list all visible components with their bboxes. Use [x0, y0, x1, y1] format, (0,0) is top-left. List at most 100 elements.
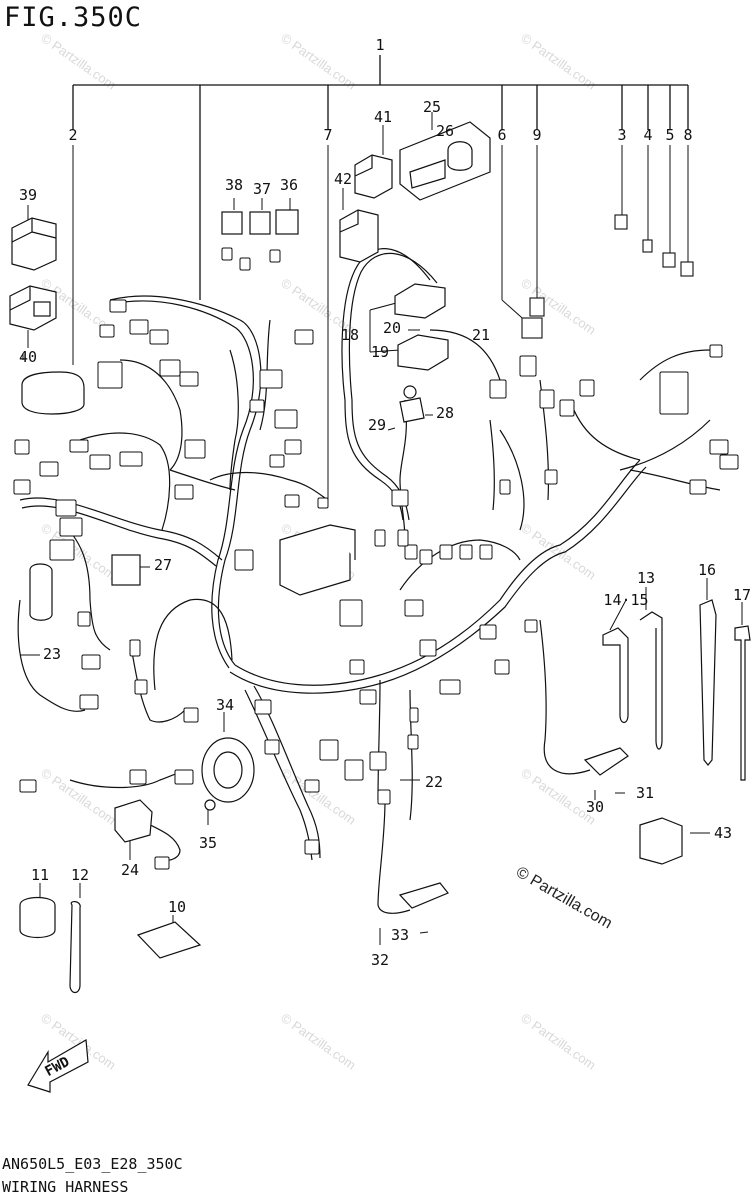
- tie-16: [699, 599, 717, 766]
- harness-connector: [284, 494, 300, 508]
- harness-connector: [369, 751, 387, 771]
- harness-connector: [109, 299, 127, 313]
- copyright-label: © Partzilla.com: [513, 864, 615, 933]
- callout-37: 37: [253, 180, 271, 198]
- harness-connector: [359, 689, 377, 705]
- harness-connector: [129, 639, 141, 657]
- watermark: © Partzilla.com: [278, 30, 358, 93]
- harness-connector: [339, 599, 363, 627]
- harness-connector: [55, 499, 77, 517]
- bracket-30: [583, 747, 629, 776]
- harness-connector: [494, 659, 510, 675]
- harness-connector: [174, 769, 194, 785]
- harness-connector: [239, 257, 251, 271]
- callout-16: 16: [698, 561, 716, 579]
- callout-1: 1: [375, 36, 384, 54]
- callout-12: 12: [71, 866, 89, 884]
- callout-22: 22: [425, 773, 443, 791]
- callout-13: 13: [637, 569, 655, 587]
- harness-connector: [97, 361, 123, 389]
- harness-connector: [81, 654, 101, 670]
- harness-connector: [404, 599, 424, 617]
- callout-14-15: 14·15: [603, 591, 648, 609]
- harness-connector: [539, 389, 555, 409]
- harness-connector: [374, 529, 386, 547]
- figure-title: FIG.350C: [4, 2, 143, 33]
- pad-10: [136, 921, 202, 959]
- callout-2: 2: [68, 126, 77, 144]
- callout-40: 40: [19, 348, 37, 366]
- relay-42: [339, 209, 379, 263]
- harness-connector: [59, 517, 83, 537]
- callout-32: 32: [371, 951, 389, 969]
- harness-connector: [69, 439, 89, 453]
- harness-connector: [39, 461, 59, 477]
- callout-35: 35: [199, 834, 217, 852]
- callout-21: 21: [472, 326, 490, 344]
- connector-27: [111, 554, 141, 586]
- harness-connector: [304, 779, 320, 793]
- harness-connector: [184, 439, 206, 459]
- harness-connector: [439, 544, 453, 560]
- relay-39: [11, 217, 57, 271]
- callout-20: 20: [383, 319, 401, 337]
- callout-25: 25: [423, 98, 441, 116]
- callout-4: 4: [643, 126, 652, 144]
- callout-5: 5: [665, 126, 674, 144]
- components: [9, 121, 751, 1093]
- harness-connector: [274, 409, 298, 429]
- harness-connector: [19, 779, 37, 793]
- harness-connector: [183, 707, 199, 723]
- harness-connector: [99, 324, 115, 338]
- clamp-11: [19, 896, 56, 939]
- callout-10: 10: [168, 898, 186, 916]
- harness-connector: [134, 679, 148, 695]
- watermark: © Partzilla.com: [278, 1010, 358, 1073]
- harness-connector: [264, 739, 280, 755]
- harness-connector: [709, 439, 729, 455]
- harness-connector: [259, 369, 283, 389]
- connector-18: [394, 283, 446, 319]
- callout-42: 42: [334, 170, 352, 188]
- socket-26: [409, 141, 473, 189]
- switch-24: [114, 799, 153, 843]
- callout-17: 17: [733, 586, 751, 604]
- clamp-12: [69, 901, 81, 994]
- harness-connector: [149, 329, 169, 345]
- watermark: © Partzilla.com: [518, 30, 598, 93]
- tie-17: [734, 625, 751, 781]
- callout-18: 18: [341, 326, 359, 344]
- harness-connector: [89, 454, 111, 470]
- harness-connector: [174, 484, 194, 500]
- harness-connector: [499, 479, 511, 495]
- callout-26: 26: [436, 122, 454, 140]
- harness-connector: [439, 679, 461, 695]
- harness-connectors: [13, 247, 739, 870]
- callout-38: 38: [225, 176, 243, 194]
- harness-connector: [419, 549, 433, 565]
- bolt-35: [204, 799, 216, 811]
- harness-connector: [159, 359, 181, 377]
- harness-connector: [409, 707, 419, 723]
- callout-6: 6: [497, 126, 506, 144]
- harness-connector: [49, 539, 75, 561]
- relay-40: [9, 285, 57, 331]
- harness-connector: [519, 355, 537, 377]
- harness-connector: [404, 544, 418, 560]
- callout-24: 24: [121, 861, 139, 879]
- callout-3: 3: [617, 126, 626, 144]
- harness-connector: [79, 694, 99, 710]
- watermark: © Partzilla.com: [518, 765, 598, 828]
- harness-connector: [119, 451, 143, 467]
- callout-28: 28: [436, 404, 454, 422]
- harness-connector: [709, 344, 723, 358]
- callout-41: 41: [374, 108, 392, 126]
- callout-9: 9: [532, 126, 541, 144]
- relay-41: [354, 154, 393, 199]
- harness-connector: [579, 379, 595, 397]
- watermark: © Partzilla.com: [38, 30, 118, 93]
- watermark: © Partzilla.com: [518, 1010, 598, 1073]
- callout-43: 43: [714, 824, 732, 842]
- callout-36: 36: [280, 176, 298, 194]
